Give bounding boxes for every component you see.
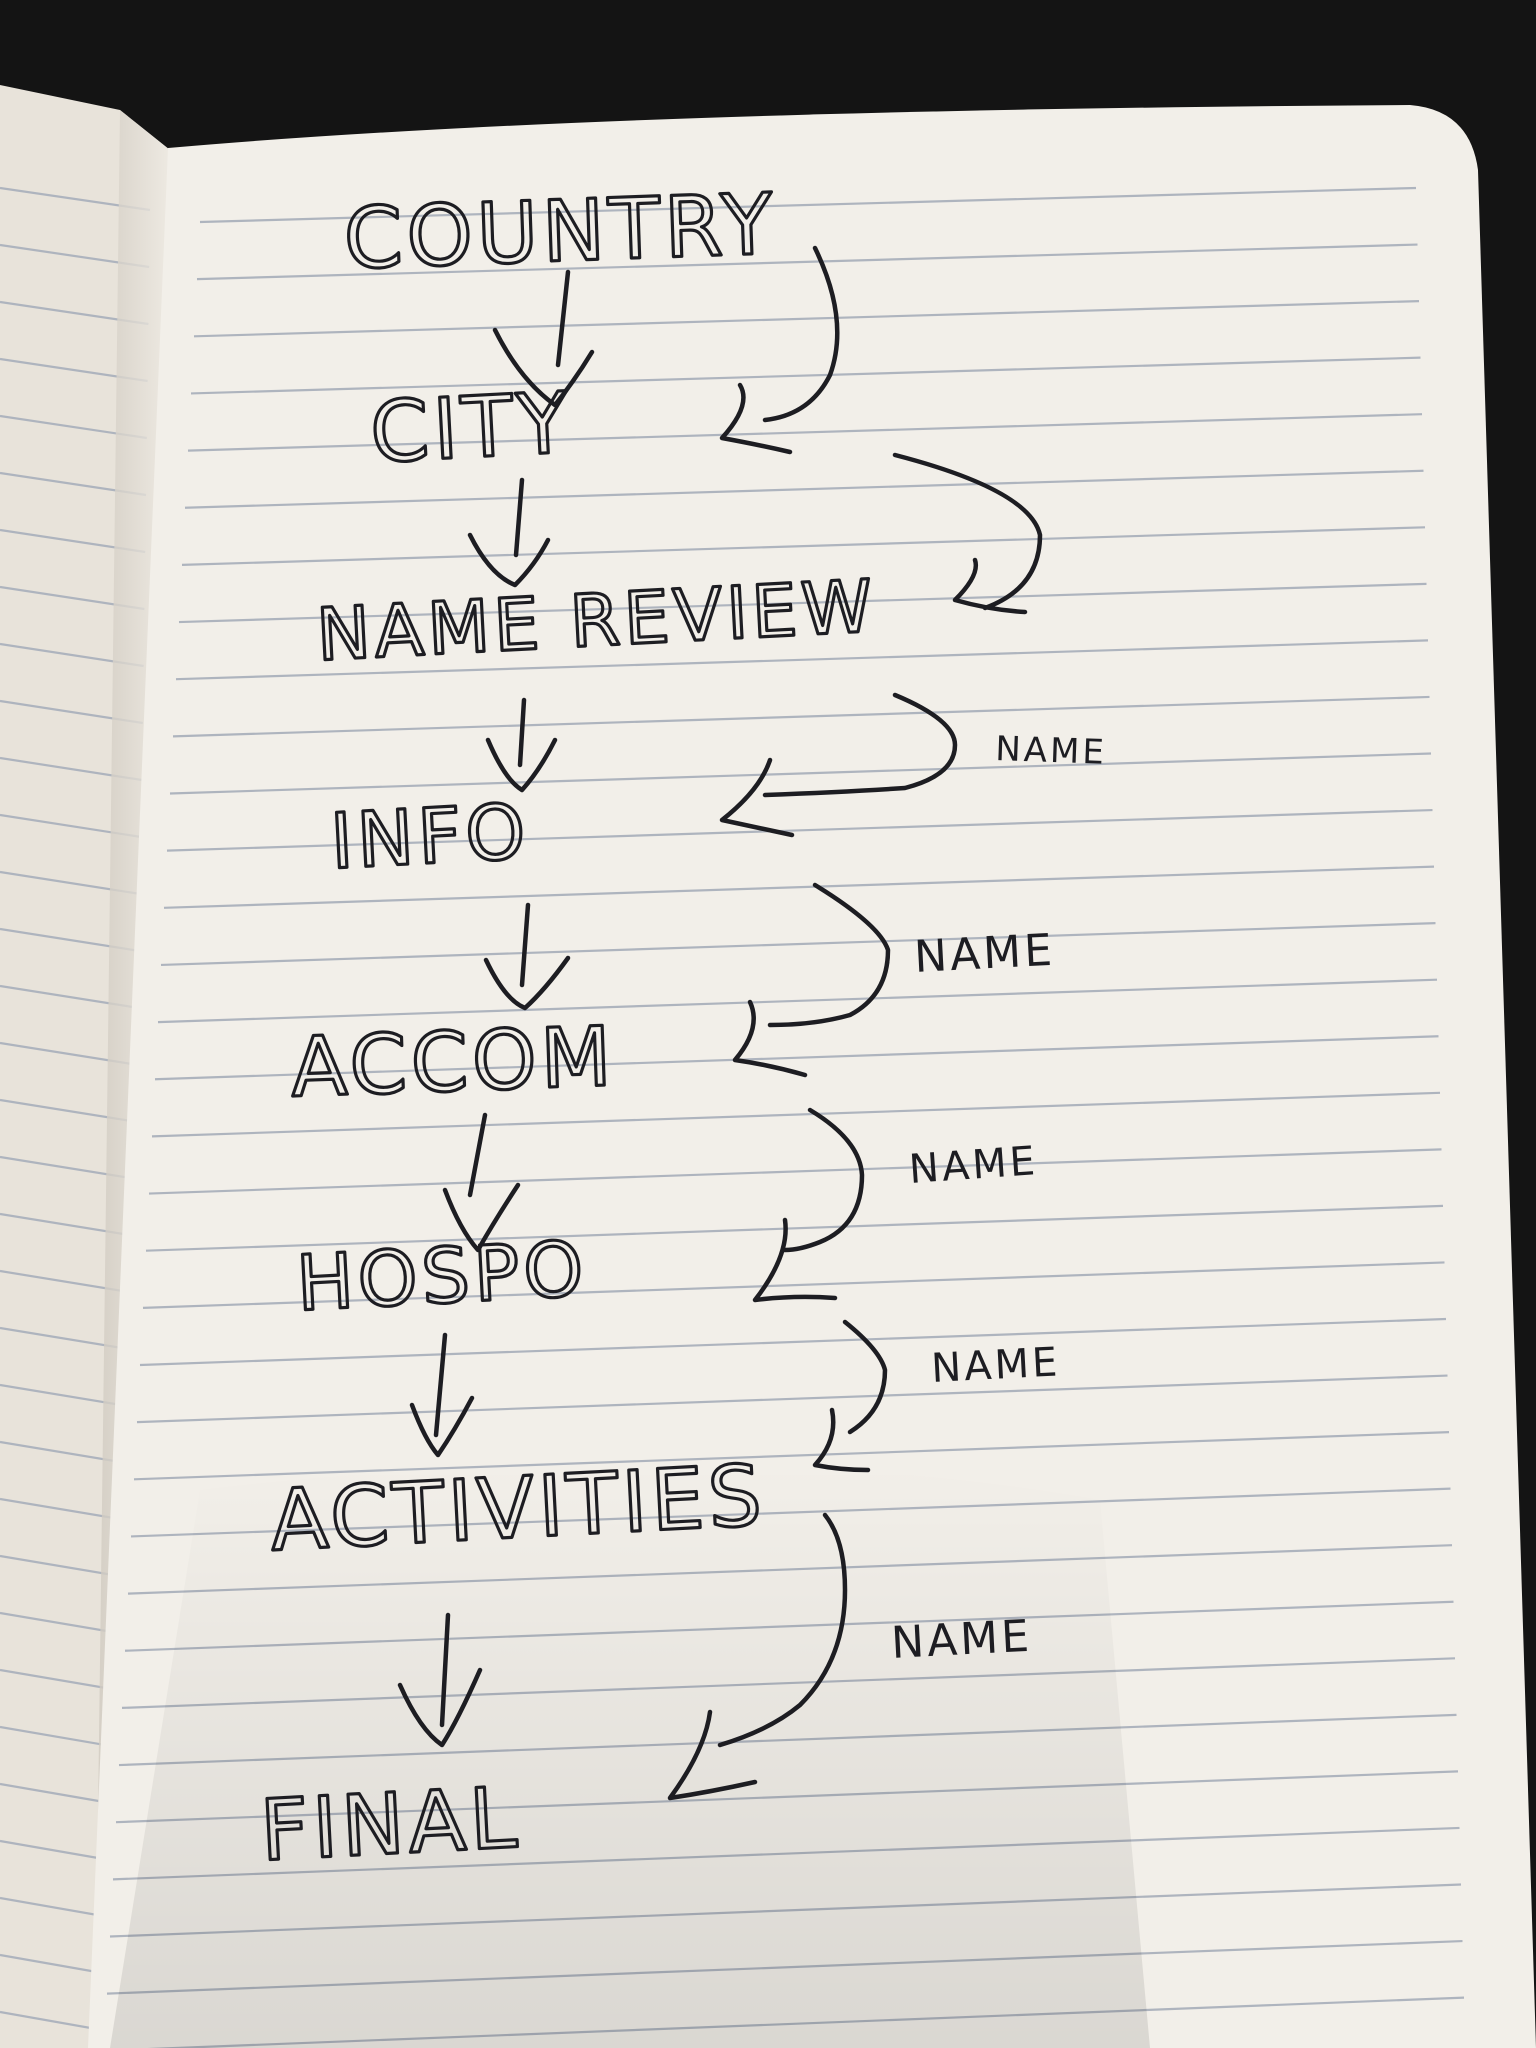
ruled-line [166, 808, 1433, 852]
ruled-line [187, 413, 1423, 452]
loop-arrow-name-review [719, 692, 958, 838]
ruled-line [145, 1204, 1444, 1252]
ruled-line [199, 186, 1417, 224]
ruled-line [184, 469, 1424, 509]
down-arrow-accom-hospo [442, 1112, 521, 1253]
loop-arrow-info [732, 882, 891, 1078]
ruled-line [169, 752, 1432, 795]
loop-arrow-city [892, 452, 1043, 615]
ruled-line [160, 922, 1436, 967]
loop-arrow-country [719, 245, 840, 455]
loop-label-hospo: NAME [930, 1339, 1061, 1392]
down-arrow-activities-final [397, 1612, 483, 1748]
ruled-line [172, 695, 1430, 738]
ruled-line [142, 1261, 1445, 1309]
loop-label-accom: NAME [907, 1138, 1039, 1193]
ruled-line [181, 526, 1426, 566]
loop-arrow-activities [667, 1512, 848, 1801]
loop-label-name-review: NAME [995, 729, 1108, 773]
ruled-line [154, 1035, 1439, 1081]
ruled-line [193, 300, 1420, 338]
loop-label-info: NAME [913, 925, 1056, 983]
loop-arrows [667, 245, 1043, 1801]
down-arrows [397, 269, 595, 1748]
ruled-line [190, 356, 1421, 395]
loop-label-activities: NAME [890, 1611, 1033, 1669]
ruled-line [151, 1091, 1441, 1138]
node-accom: ACCOM [289, 1010, 617, 1116]
node-country: COUNTRY [342, 175, 778, 288]
node-info: INFO [328, 787, 531, 886]
down-arrow-info-accom [483, 902, 571, 1011]
ruled-line [148, 1148, 1442, 1195]
down-arrow-country-city [492, 269, 595, 408]
down-arrow-city-name-review [467, 477, 551, 588]
down-arrow-name-review-info [485, 697, 558, 793]
node-city: CITY [368, 374, 575, 482]
ruled-line [139, 1317, 1447, 1367]
down-arrow-hospo-activities [409, 1332, 475, 1458]
ruled-line [133, 1431, 1450, 1481]
ruled-line [175, 639, 1429, 681]
ruled-line [178, 582, 1427, 624]
loop-arrow-accom [752, 1107, 865, 1303]
shadow-area [110, 1462, 1150, 2048]
ruled-line [196, 243, 1418, 281]
ruled-line [157, 978, 1438, 1024]
ruled-line [136, 1374, 1448, 1424]
node-final: FINAL [258, 1768, 523, 1879]
node-hospo: HOSPO [294, 1224, 589, 1328]
loop-arrow-hospo [812, 1319, 888, 1473]
ruled-line [163, 865, 1435, 909]
